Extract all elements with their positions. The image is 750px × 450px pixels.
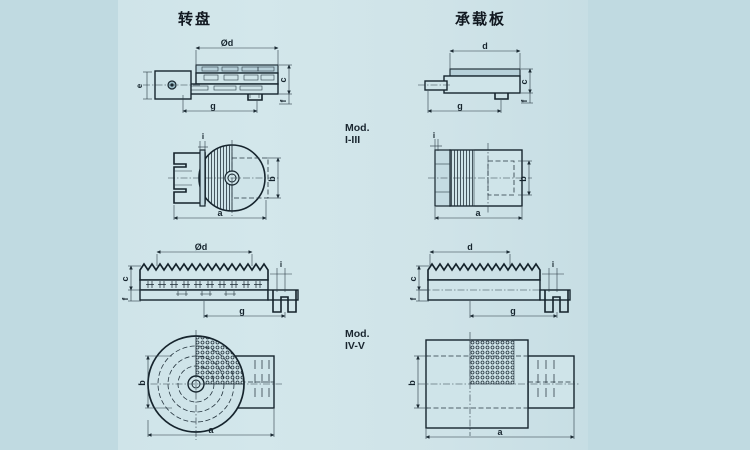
dim-c-4: c xyxy=(408,276,418,281)
fig-turntable-mod-1-3-plan: i b a xyxy=(168,132,281,220)
dim-g-3: g xyxy=(239,306,245,316)
fig-carrier-mod-4-5-plan: b a xyxy=(407,332,580,439)
dim-g-4: g xyxy=(510,306,516,316)
dim-a-1: a xyxy=(217,208,223,218)
dim-i-2: i xyxy=(433,131,435,140)
dim-b-4: b xyxy=(407,380,417,386)
dim-d-4: d xyxy=(467,242,473,252)
dim-od-1: Ød xyxy=(221,38,234,48)
dim-i-3: i xyxy=(280,260,282,269)
dim-i-4: i xyxy=(552,260,554,269)
fig-turntable-mod-4-5-side: Ød c f i g xyxy=(120,242,299,318)
model-label-iv-v: Mod. IV-V xyxy=(345,328,370,352)
model-label-i-iii: Mod. I-III xyxy=(345,122,370,146)
fig-turntable-mod-1-3-side: Ød e c f g xyxy=(135,38,292,113)
fig-carrier-mod-1-3-plan: i b a xyxy=(428,131,532,220)
dim-g-2: g xyxy=(457,101,463,111)
dim-f-2: f xyxy=(520,99,529,102)
header-turntable: 转盘 xyxy=(178,11,213,28)
dim-i-1: i xyxy=(202,132,204,141)
dim-a-4: a xyxy=(497,427,503,437)
dim-b-2: b xyxy=(518,176,528,182)
model-label-i-iii-line2: I-III xyxy=(345,134,361,146)
dim-b-3: b xyxy=(137,380,147,386)
model-label-iv-v-line2: IV-V xyxy=(345,340,365,352)
fig-carrier-mod-1-3-side: d c f g xyxy=(418,41,533,113)
fig-turntable-mod-4-5-plan: b a xyxy=(137,330,282,440)
dim-od-3: Ød xyxy=(195,242,208,252)
dim-c-2: c xyxy=(519,79,529,84)
model-label-i-iii-line1: Mod. xyxy=(345,122,370,134)
dim-c-1: c xyxy=(278,77,288,82)
header-carrier-plate: 承载板 xyxy=(455,11,507,28)
dim-b-1: b xyxy=(267,176,277,182)
dim-f-1: f xyxy=(279,99,288,102)
dim-a-2: a xyxy=(475,208,481,218)
dim-g-1: g xyxy=(210,101,216,111)
dim-c-3: c xyxy=(120,276,130,281)
dim-e-1: e xyxy=(135,83,144,88)
dim-a-3: a xyxy=(208,425,214,435)
model-label-iv-v-line1: Mod. xyxy=(345,328,370,340)
dim-f-3: f xyxy=(121,297,130,300)
fig-carrier-mod-4-5-side: d c f i g xyxy=(408,242,571,318)
dim-d-2: d xyxy=(482,41,488,51)
dim-f-4: f xyxy=(409,297,418,300)
